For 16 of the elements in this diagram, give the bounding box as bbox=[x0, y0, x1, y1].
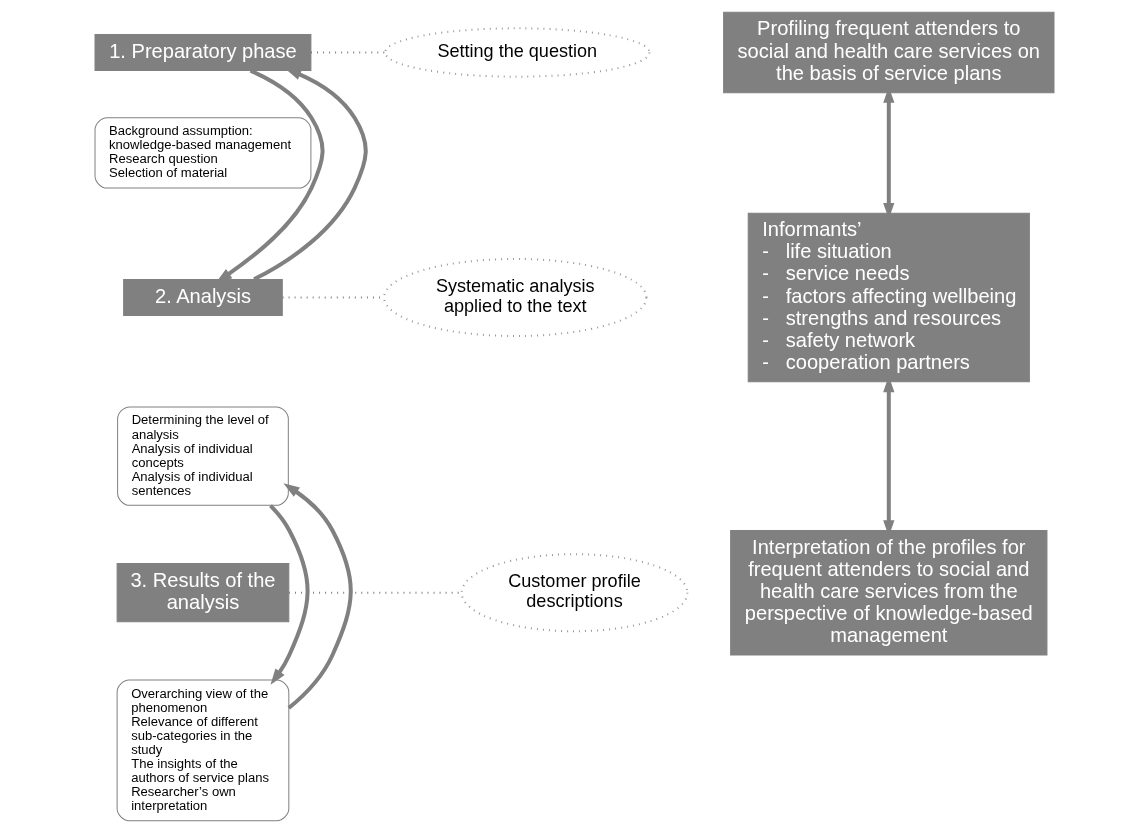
node-box: Profiling frequent attenders to social and health care services on the basis of service plans bbox=[722, 11, 1054, 94]
node-ellipse: Systematic analysis applied to the text bbox=[382, 257, 647, 338]
node-box: Background assumption: knowledge-based management Research question Selection of material bbox=[94, 117, 311, 189]
node-box: Interpretation of the profiles for frequent attenders to social and health care services from the perspective of knowledge-based management bbox=[729, 529, 1047, 656]
node-box: 2. Analysis bbox=[122, 278, 283, 317]
node-ellipse: Customer profile descriptions bbox=[460, 553, 688, 633]
node-box: Informants’ - life situation - service needs - factors affecting wellbeing - strengths and resources - safety network - cooperation partners bbox=[747, 212, 1030, 383]
node-box: Determining the level of analysis Analysis of individual concepts Analysis of individual sentences bbox=[116, 406, 289, 506]
connector bbox=[288, 591, 462, 594]
arrow bbox=[252, 68, 368, 282]
node-box: 3. Results of the analysis bbox=[116, 563, 289, 623]
arrow bbox=[268, 504, 309, 685]
node-box: 1. Preparatory phase bbox=[94, 33, 311, 72]
arrow bbox=[282, 483, 353, 710]
node-box: Overarching view of the phenomenon Relevance of different sub-categories in the study The insights of the authors of service plans Researcher’s own interpretation bbox=[116, 679, 289, 822]
node-ellipse: Setting the question bbox=[383, 27, 650, 78]
